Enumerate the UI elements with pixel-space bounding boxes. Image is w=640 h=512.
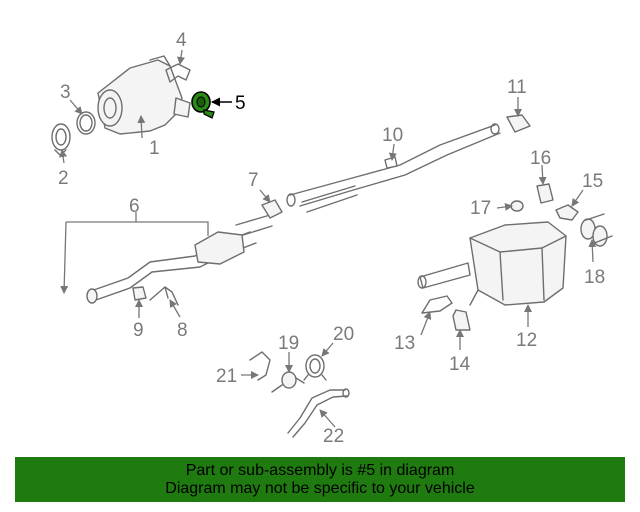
exhaust-system-diagram: 1 2 3 4 5 6 7 8 9 10 11 12 13 14 15 16 1… bbox=[51, 30, 613, 447]
callout-7: 7 bbox=[248, 170, 259, 191]
leader-lines bbox=[59, 49, 597, 428]
part-22-pipe bbox=[287, 388, 350, 438]
banner-line-1: Part or sub-assembly is #5 in diagram bbox=[185, 461, 455, 479]
part-18-tailpipe-tips bbox=[580, 213, 613, 247]
part-14-rubber-mount bbox=[452, 309, 471, 331]
callout-11: 11 bbox=[507, 77, 527, 98]
part-5-clamp bbox=[191, 91, 215, 119]
callout-3: 3 bbox=[60, 82, 71, 103]
part-16-rubber-mount bbox=[536, 183, 554, 204]
callout-5: 5 bbox=[235, 93, 246, 114]
callout-9: 9 bbox=[133, 320, 144, 341]
part-2-gasket bbox=[51, 123, 71, 156]
banner-line-2: Diagram may not be specific to your vehi… bbox=[165, 479, 475, 497]
callout-19: 19 bbox=[278, 333, 299, 354]
callout-17: 17 bbox=[470, 198, 491, 219]
callout-21: 21 bbox=[216, 366, 237, 387]
part-17-mount bbox=[510, 200, 524, 212]
callout-20: 20 bbox=[333, 324, 354, 345]
part-11-clamp bbox=[506, 114, 531, 133]
part-12-rear-muffler bbox=[417, 221, 567, 306]
part-3-ring bbox=[76, 111, 96, 135]
part-7-clamp bbox=[261, 199, 283, 219]
part-13-bracket bbox=[421, 295, 453, 314]
callout-13: 13 bbox=[394, 333, 415, 354]
callout-18: 18 bbox=[584, 267, 605, 288]
callout-12: 12 bbox=[516, 330, 537, 351]
part-19-sensor bbox=[271, 371, 305, 393]
callout-6: 6 bbox=[129, 196, 140, 217]
callout-10: 10 bbox=[382, 125, 403, 146]
callout-8: 8 bbox=[177, 320, 188, 341]
part-21-bracket bbox=[249, 351, 271, 381]
part-15-bracket bbox=[555, 204, 579, 221]
callout-1: 1 bbox=[149, 138, 160, 159]
part-10-intermediate-pipe bbox=[286, 123, 501, 213]
part-1-catalytic-converter bbox=[97, 55, 191, 135]
part-20-gasket bbox=[303, 354, 327, 381]
callout-14: 14 bbox=[449, 354, 471, 375]
callout-15: 15 bbox=[582, 171, 603, 192]
info-banner: Part or sub-assembly is #5 in diagram Di… bbox=[15, 457, 625, 502]
part-8-hanger bbox=[149, 286, 179, 306]
part-9-mount bbox=[132, 286, 147, 301]
callout-4: 4 bbox=[176, 30, 187, 51]
callout-labels: 1 2 3 4 5 6 7 8 9 10 11 12 13 14 15 16 1… bbox=[58, 30, 605, 447]
callout-22: 22 bbox=[323, 426, 344, 447]
callout-16: 16 bbox=[530, 148, 551, 169]
callout-2: 2 bbox=[58, 168, 69, 189]
part-6-front-pipe bbox=[86, 214, 273, 304]
